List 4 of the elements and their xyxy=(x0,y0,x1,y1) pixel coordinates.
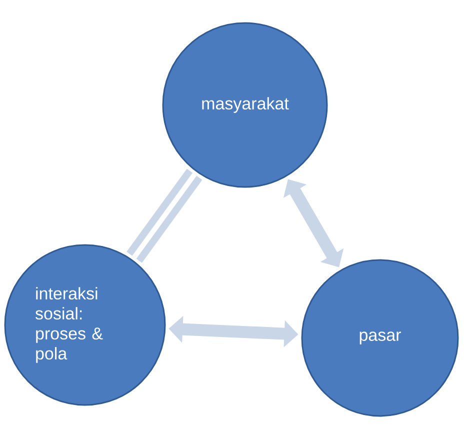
equals-sign xyxy=(126,168,202,263)
circle-node: interaksi sosial: proses & pola xyxy=(4,244,166,406)
circle-node: pasar xyxy=(301,259,459,417)
circle-node: masyarakat xyxy=(162,22,328,188)
